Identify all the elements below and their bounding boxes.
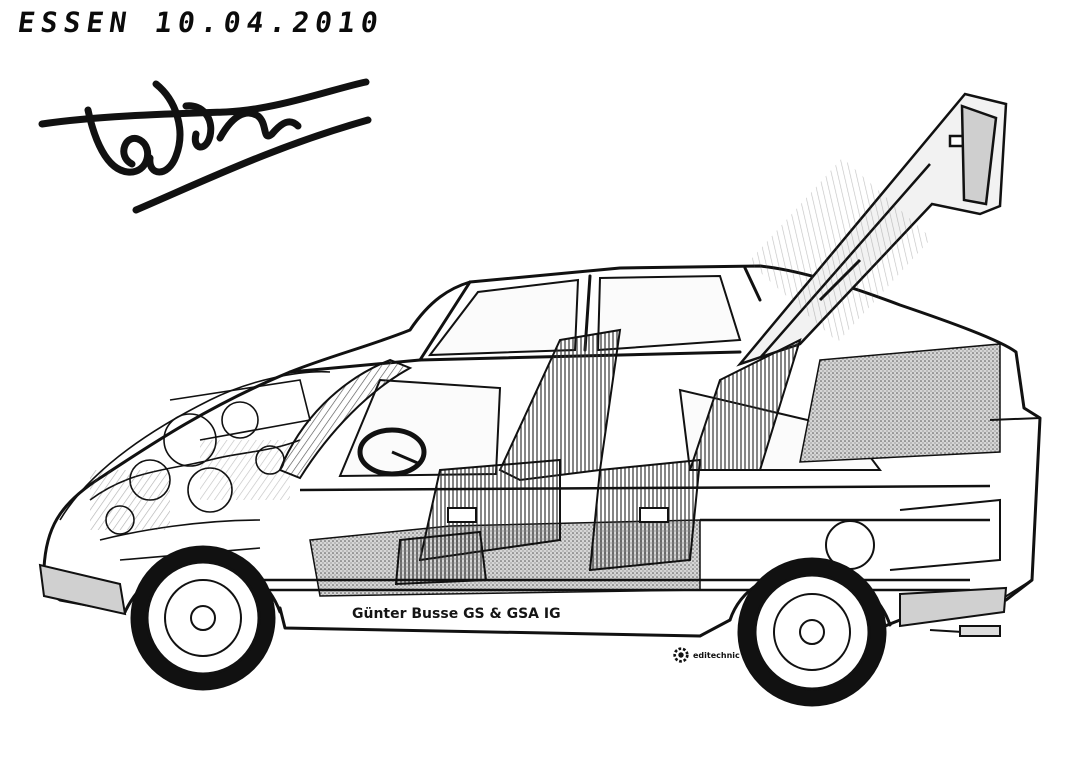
gear-logo-icon (673, 647, 689, 663)
brand-text: editechnic (693, 650, 740, 660)
brand-mark: editechnic (672, 646, 740, 664)
signature-icon (38, 78, 372, 214)
caption-text: Günter Busse GS & GSA IG (352, 606, 561, 622)
